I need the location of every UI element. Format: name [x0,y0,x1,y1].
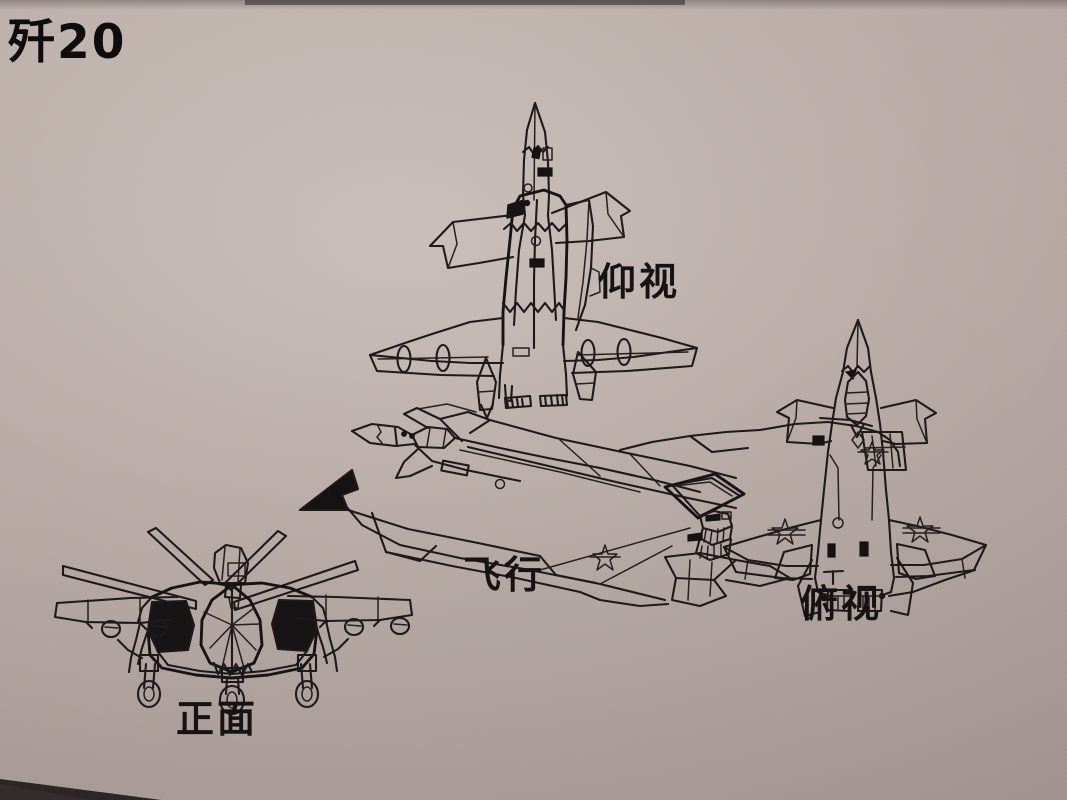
star-insignia-flight-upper [857,441,889,465]
label-flight-view: 飞行 [463,553,545,597]
view-front-aircraft: 正面 [53,526,414,741]
svg-text:歼20: 歼20 [8,15,126,70]
label-top-view: 俯视 [800,582,882,626]
label-bottom-view: 仰视 [598,260,680,304]
photo-top-edge-shadow [0,0,1067,10]
star-insignia-right-wing [902,516,941,543]
star-insignia-left-wing [767,518,806,545]
view-flight-aircraft: 飞行 [298,403,908,608]
title-text: 歼20 [8,15,126,70]
view-bottom-aircraft: 仰视 [368,101,699,420]
view-top-aircraft: 俯视 [722,318,988,626]
photo-top-dark-band [245,0,685,5]
label-front-view: 正面 [176,697,258,741]
